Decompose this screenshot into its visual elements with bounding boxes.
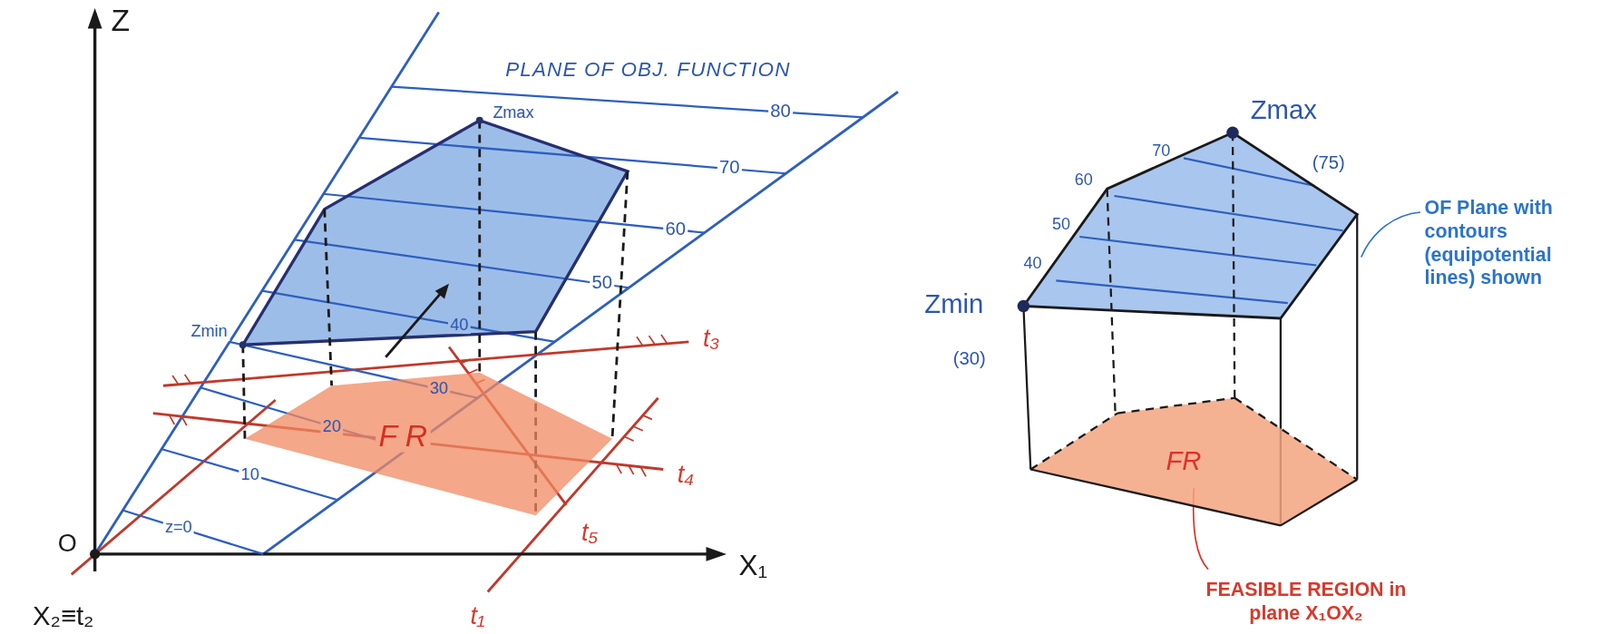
contour-value: 30 (427, 380, 450, 399)
prism-edge (1023, 214, 1357, 526)
region-edge (1030, 469, 1281, 527)
plane-title: PLANE OF OBJ. FUNCTION (505, 58, 791, 81)
contour-value: 70 (1151, 142, 1171, 161)
objective-plane-region (1023, 132, 1357, 319)
region-fill (244, 372, 613, 517)
callout-note: OF Plane with contours (equipotential li… (1424, 196, 1594, 291)
callout-note: FEASIBLE REGION in plane X₁OX₂ (1189, 578, 1425, 625)
region-label: FR (1162, 447, 1205, 476)
contour-value: 60 (1074, 170, 1093, 189)
region-edge (1117, 398, 1235, 414)
vertex-value: (30) (953, 349, 986, 370)
contour-value: 60 (663, 219, 688, 240)
objective-plane-outline (1023, 132, 1357, 319)
contour-value: 40 (1023, 253, 1042, 273)
region-label: F R (375, 419, 431, 452)
vertex-value: (75) (1312, 153, 1346, 174)
region-fill (1030, 398, 1357, 527)
gradient-arrow (385, 291, 443, 358)
objective-plane-region (243, 120, 628, 346)
vertex-label: Zmin (188, 322, 230, 342)
vertex-label: Zmax (490, 103, 537, 122)
vertex-dot (1226, 126, 1240, 140)
vertex-label: Zmin (924, 289, 984, 319)
feasible-region: FR (1030, 398, 1357, 527)
vertex-dot (1017, 300, 1031, 313)
region-edge (1030, 413, 1118, 470)
plane-edge (97, 12, 898, 555)
contour-value: 50 (1052, 215, 1071, 235)
origin-dot (89, 548, 100, 559)
gradient-arrowhead (435, 283, 449, 300)
region-edge (1280, 479, 1357, 527)
projection-line (243, 120, 628, 516)
axis-arrowhead (87, 8, 103, 30)
prism-hidden-edge (1107, 132, 1236, 413)
contour-value: 70 (717, 157, 742, 178)
contour-value: 40 (448, 315, 471, 334)
region-edge (1234, 398, 1357, 480)
contour-value: 20 (320, 417, 343, 436)
axis-arrowhead (706, 546, 728, 562)
contour-value: 80 (768, 102, 793, 123)
contour-value: 50 (589, 273, 615, 294)
leader-line (1361, 212, 1421, 258)
contour-value: 10 (238, 465, 262, 484)
origin-label: O (58, 530, 78, 558)
axis-label: X₂≡t₂ (32, 601, 94, 631)
contour-line (122, 87, 864, 555)
vertex-dot (476, 117, 484, 125)
vertex-dot (239, 341, 247, 349)
axis (95, 24, 711, 572)
axis-label: X₁ (738, 550, 768, 583)
constraint-label: t₄ (677, 460, 694, 488)
vertex-label: Zmax (1250, 95, 1318, 125)
contour-line (1055, 157, 1343, 303)
constraint-label: t₅ (581, 518, 598, 547)
constraint-label: t₁ (469, 603, 485, 631)
objective-plane-outline (243, 120, 628, 346)
constraint-label: t₃ (702, 325, 720, 353)
axis-label: Z (110, 3, 130, 38)
contour-value: z=0 (163, 518, 195, 537)
